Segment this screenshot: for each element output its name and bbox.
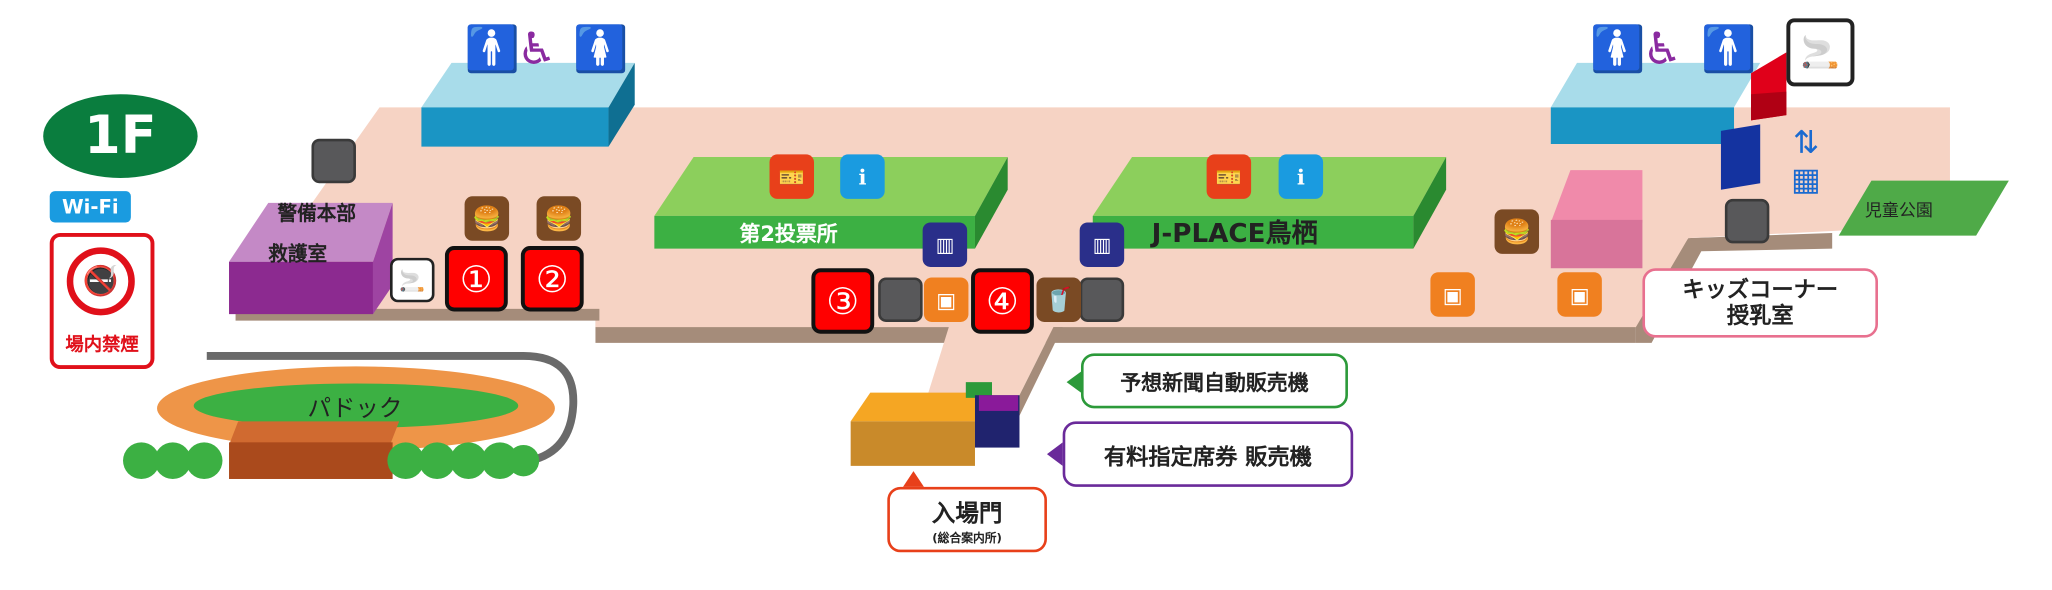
stairs-icon — [311, 138, 356, 184]
newspaper-vending-label: 予想新聞自動販売機 — [1120, 370, 1309, 396]
restroom-female-icon: 🚺 — [1590, 23, 1646, 76]
gate-block — [850, 392, 979, 422]
food-icon: 🍔 — [464, 196, 510, 241]
vending-machine-icon: ▣ — [1557, 272, 1602, 317]
gate-callout: 入場門 (総合案内所) — [887, 486, 1047, 553]
smoking-area-icon: 🚬 — [1786, 18, 1855, 87]
reserved-seat-label: 有料指定席券 販売機 — [1103, 444, 1312, 471]
food-icon: 🍔 — [1494, 209, 1540, 254]
paddock-field — [193, 383, 519, 428]
paddock-label: パドック — [307, 395, 403, 423]
no-smoking-label: 場内禁煙 — [65, 335, 139, 356]
restroom-male-icon: 🚹 — [464, 23, 521, 76]
voting-block — [654, 157, 1008, 216]
park-label: 児童公園 — [1864, 201, 1933, 222]
wifi-badge: Wi-Fi — [49, 191, 131, 223]
gate-sublabel: (総合案内所) — [932, 531, 1002, 546]
floor-badge: 1F — [43, 94, 198, 178]
betting-machine-icon: 🎫 — [1206, 154, 1252, 199]
locker-icon: ▥ — [1079, 222, 1125, 267]
jplace-label: J-PLACE鳥栖 — [1151, 217, 1318, 249]
stairs-icon — [878, 277, 923, 322]
restroom-block-right — [1550, 62, 1761, 108]
no-smoking-sign: 🚭 場内禁煙 — [49, 232, 155, 370]
floor — [235, 107, 1950, 432]
security-block — [229, 202, 393, 262]
left-ledge — [235, 308, 600, 321]
floor-shadow-right — [1635, 232, 1833, 343]
betting-machine-icon: 🎫 — [769, 154, 815, 199]
first-aid-label: 救護室 — [268, 242, 328, 266]
jplace-block — [1092, 157, 1447, 216]
stairs-icon — [1724, 198, 1770, 244]
vending-machine-icon: ▣ — [923, 277, 969, 322]
stairs-icon — [1079, 277, 1125, 322]
marker-2[interactable]: ② — [520, 246, 584, 312]
food-icon: 🍔 — [536, 196, 582, 241]
newspaper-vending-callout: 予想新聞自動販売機 — [1080, 353, 1348, 409]
marker-4[interactable]: ④ — [971, 268, 1034, 334]
food-icon: 🥤 — [1036, 277, 1081, 322]
smoking-room-icon: 🚬 — [389, 257, 435, 303]
paddock-bushes — [123, 442, 540, 479]
park-area — [1838, 180, 2009, 236]
kids-corner-label: キッズコーナー — [1682, 276, 1839, 303]
security-label: 警備本部 — [277, 201, 356, 226]
kids-corner-callout: キッズコーナー 授乳室 — [1642, 268, 1878, 338]
marker-1[interactable]: ① — [444, 246, 508, 312]
no-smoking-icon: 🚭 — [66, 247, 135, 316]
kids-block — [1550, 170, 1643, 223]
accessible-restroom-icon: ♿ — [516, 23, 557, 76]
gate-label: 入場門 — [931, 499, 1003, 527]
vending-machine-icon: ▣ — [1430, 272, 1475, 317]
reserved-seat-callout: 有料指定席券 販売機 — [1062, 421, 1354, 487]
paddock-rail — [206, 352, 578, 465]
betting-counter-icon: ℹ — [840, 154, 885, 199]
marker-3[interactable]: ③ — [811, 268, 875, 334]
paddock-stand — [229, 421, 400, 445]
elevator-icon: ⇅▦ — [1791, 124, 1821, 198]
voting-label: 第2投票所 — [739, 221, 838, 247]
nursing-room-label: 授乳室 — [1726, 302, 1794, 330]
accessible-restroom-icon: ♿ — [1642, 23, 1683, 76]
restroom-block-left — [421, 62, 635, 108]
stack-blue — [1720, 124, 1761, 190]
restroom-female-icon: 🚺 — [573, 23, 629, 76]
restroom-male-icon: 🚹 — [1701, 23, 1757, 76]
locker-icon: ▥ — [922, 222, 968, 267]
betting-counter-icon: ℹ — [1278, 154, 1324, 199]
